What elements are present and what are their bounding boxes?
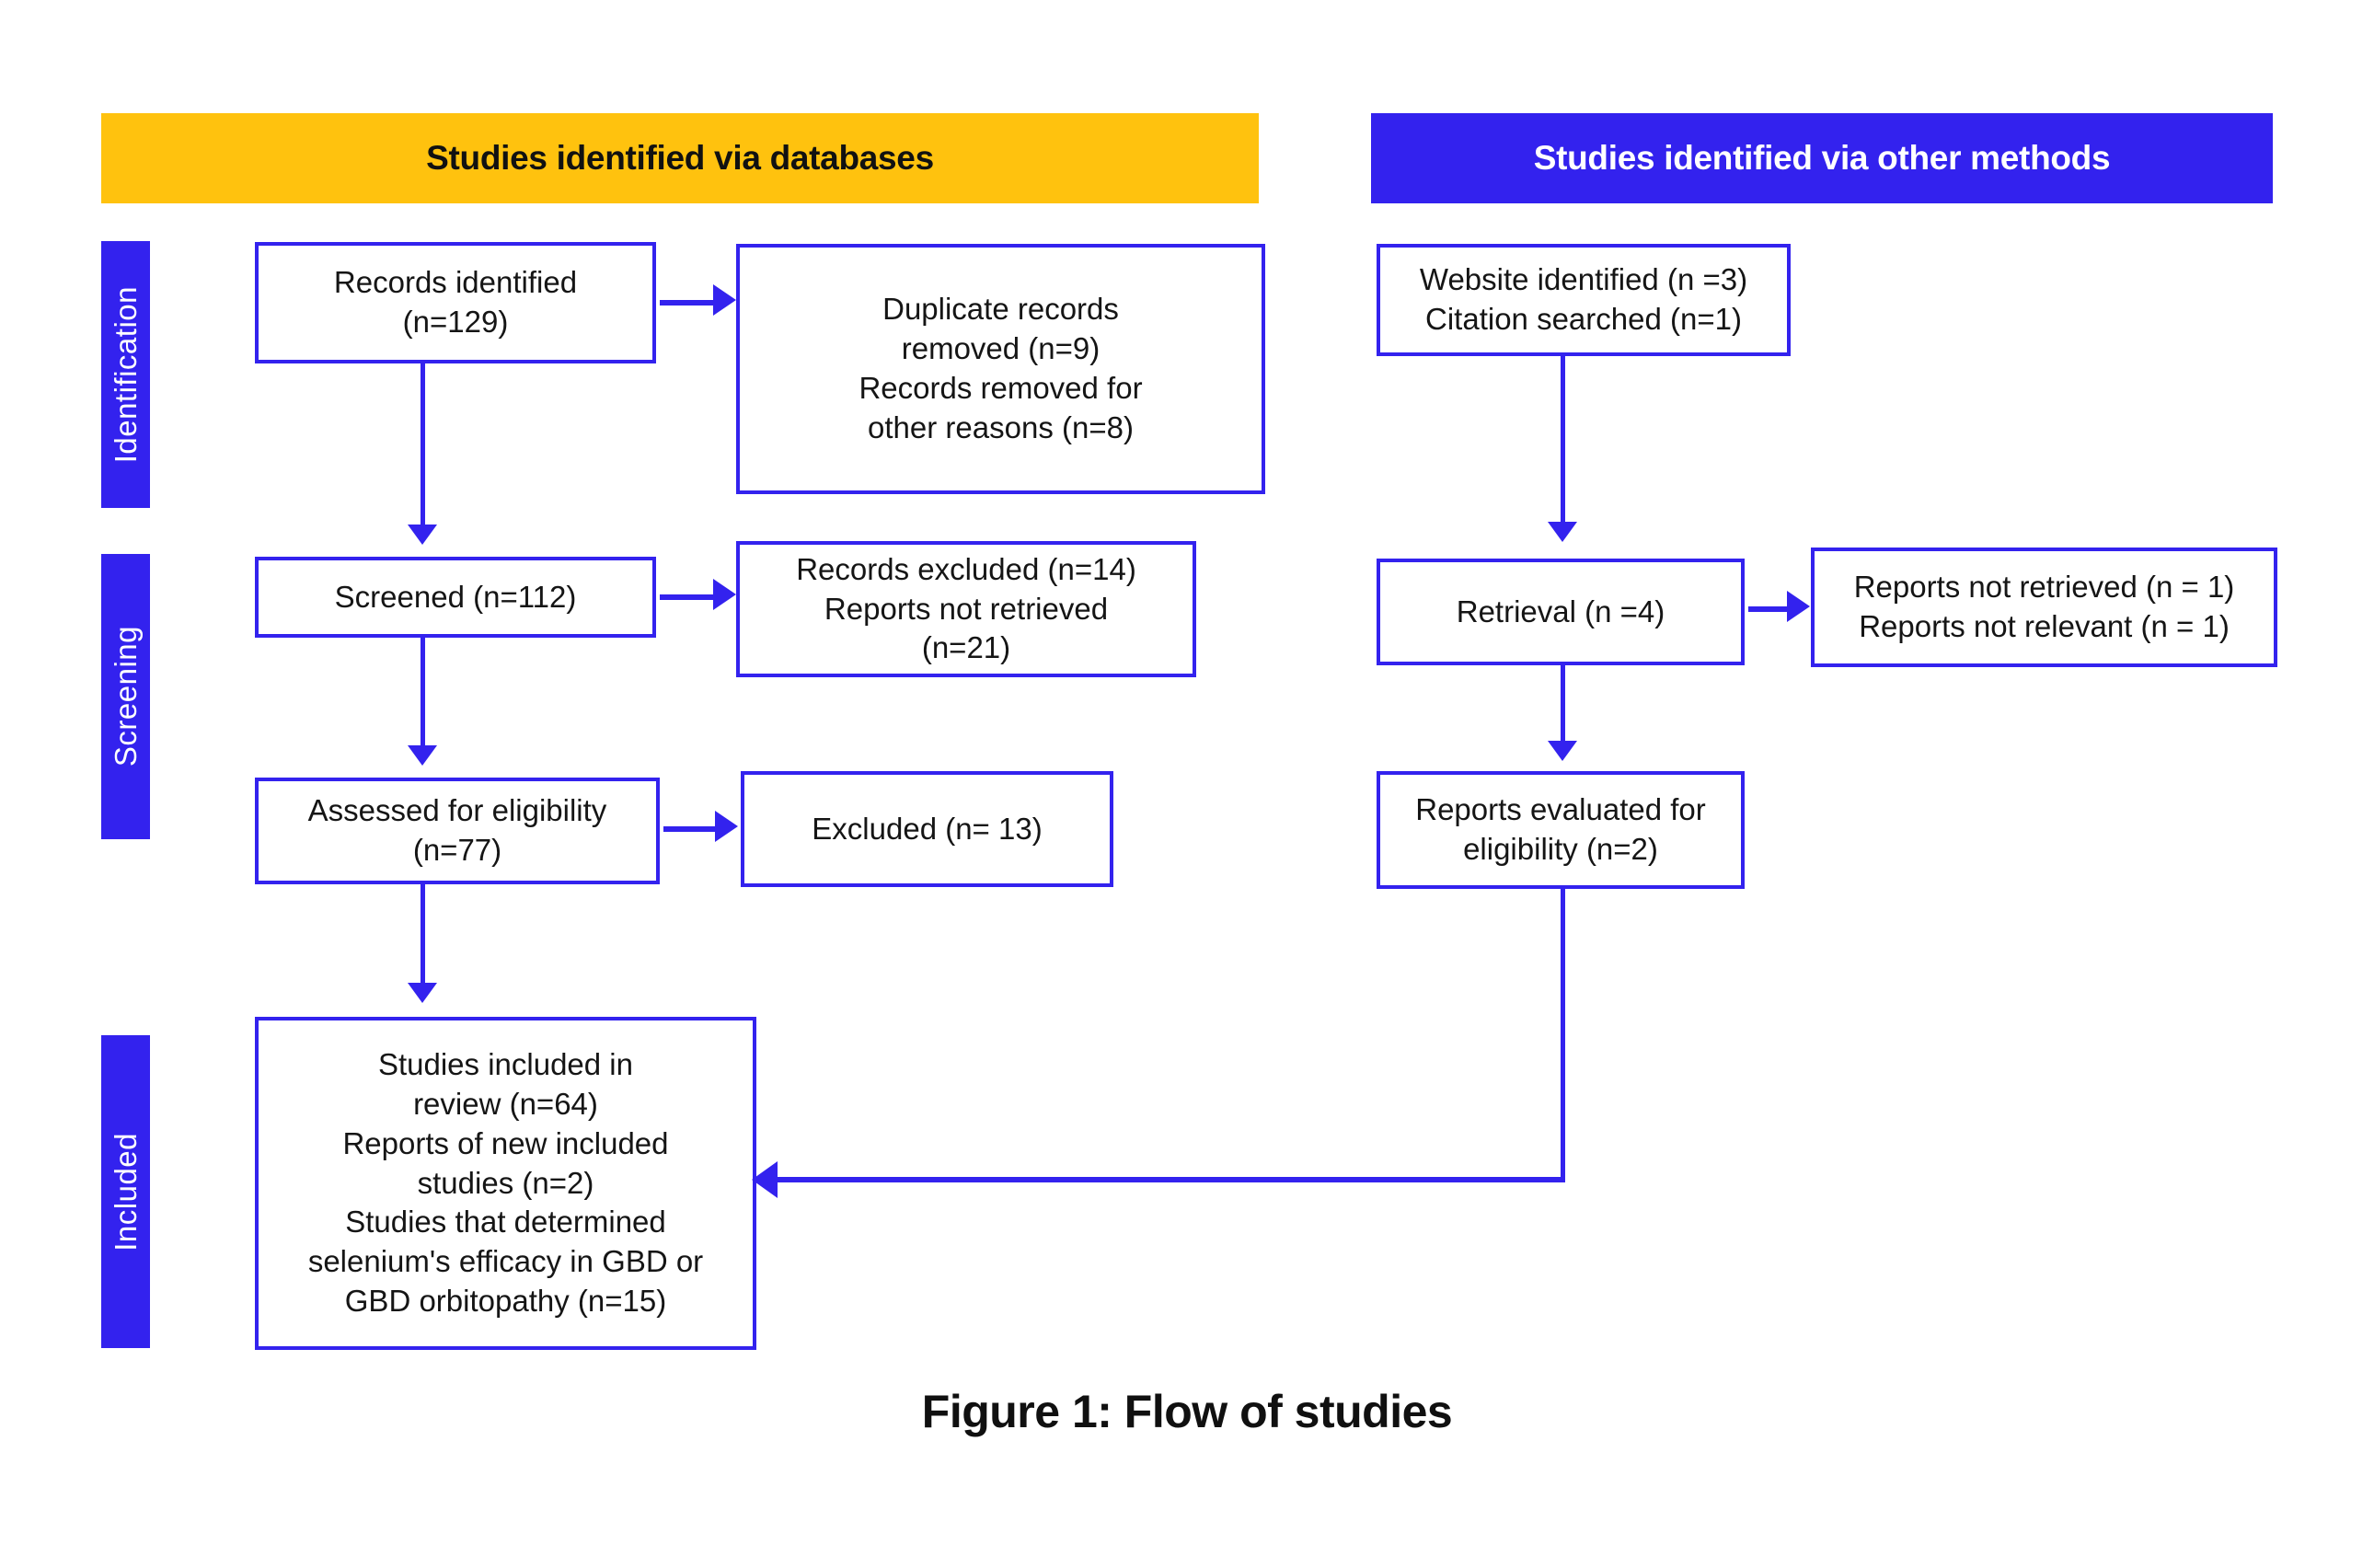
phase-screening-text: Screening	[108, 626, 143, 767]
connector-evaluated-to-included-horizontal	[778, 1177, 1565, 1182]
node-excluded-label: Excluded (n= 13)	[812, 811, 1043, 846]
arrowhead-assessed-to-excluded	[715, 811, 738, 842]
node-excluded: Excluded (n= 13)	[741, 771, 1113, 887]
node-studies-included-label: Studies included in review (n=64) Report…	[307, 1046, 704, 1319]
node-retrieval-label: Retrieval (n =4)	[1456, 594, 1665, 628]
node-reports-evaluated: Reports evaluated for eligibility (n=2)	[1377, 771, 1745, 889]
header-databases-label: Studies identified via databases	[426, 139, 934, 177]
node-assessed-for-eligibility: Assessed for eligibility (n=77)	[255, 778, 660, 884]
node-retrieval: Retrieval (n =4)	[1377, 559, 1745, 665]
arrowhead-records-to-screened	[408, 525, 437, 545]
node-duplicate-records-removed-label: Duplicate records removed (n=9) Records …	[859, 292, 1143, 444]
connector-assessed-to-included	[421, 884, 425, 986]
phase-label-identification: Identification	[101, 241, 150, 508]
phase-label-screening: Screening	[101, 554, 150, 839]
connector-records-to-screened	[421, 363, 425, 527]
arrowhead-records-to-duplicates	[713, 284, 736, 316]
arrowhead-evaluated-to-included	[752, 1161, 778, 1198]
arrowhead-retrieval-to-evaluated	[1548, 741, 1577, 761]
figure-caption: Figure 1: Flow of studies	[921, 1386, 1453, 1437]
connector-assessed-to-excluded	[663, 826, 719, 832]
node-records-identified-label: Records identified (n=129)	[333, 265, 578, 339]
connector-evaluated-to-included-vertical	[1561, 889, 1565, 1182]
arrowhead-assessed-to-included	[408, 983, 437, 1003]
phase-identification-text: Identification	[108, 285, 143, 464]
arrowhead-screened-to-assessed	[408, 745, 437, 766]
node-reports-evaluated-label: Reports evaluated for eligibility (n=2)	[1415, 792, 1706, 866]
node-assessed-for-eligibility-label: Assessed for eligibility (n=77)	[307, 793, 607, 867]
connector-screened-to-assessed	[421, 638, 425, 748]
node-screened: Screened (n=112)	[255, 557, 656, 638]
node-reports-not-retrieved-label: Reports not retrieved (n = 1) Reports no…	[1853, 570, 2235, 643]
connector-website-to-retrieval	[1561, 356, 1565, 525]
node-records-identified: Records identified (n=129)	[255, 242, 656, 363]
header-other-methods-label: Studies identified via other methods	[1533, 139, 2111, 177]
header-databases: Studies identified via databases	[101, 113, 1259, 203]
node-duplicate-records-removed: Duplicate records removed (n=9) Records …	[736, 244, 1265, 494]
arrowhead-website-to-retrieval	[1548, 522, 1577, 542]
node-website-identified-label: Website identified (n =3) Citation searc…	[1419, 262, 1748, 336]
phase-included-text: Included	[108, 1132, 143, 1251]
arrowhead-screened-to-excluded	[713, 579, 736, 610]
connector-retrieval-to-reports-not	[1748, 606, 1791, 612]
node-records-excluded-label: Records excluded (n=14) Reports not retr…	[796, 551, 1136, 665]
node-screened-label: Screened (n=112)	[334, 579, 577, 614]
connector-records-to-duplicates	[660, 300, 717, 306]
node-website-identified: Website identified (n =3) Citation searc…	[1377, 244, 1791, 356]
phase-label-included: Included	[101, 1035, 150, 1348]
node-studies-included: Studies included in review (n=64) Report…	[255, 1017, 756, 1350]
arrowhead-retrieval-to-reports-not	[1787, 591, 1810, 622]
header-other-methods: Studies identified via other methods	[1371, 113, 2273, 203]
connector-retrieval-to-evaluated	[1561, 665, 1565, 744]
node-reports-not-retrieved: Reports not retrieved (n = 1) Reports no…	[1811, 548, 2277, 667]
node-records-excluded: Records excluded (n=14) Reports not retr…	[736, 541, 1196, 677]
connector-screened-to-excluded	[660, 594, 717, 600]
